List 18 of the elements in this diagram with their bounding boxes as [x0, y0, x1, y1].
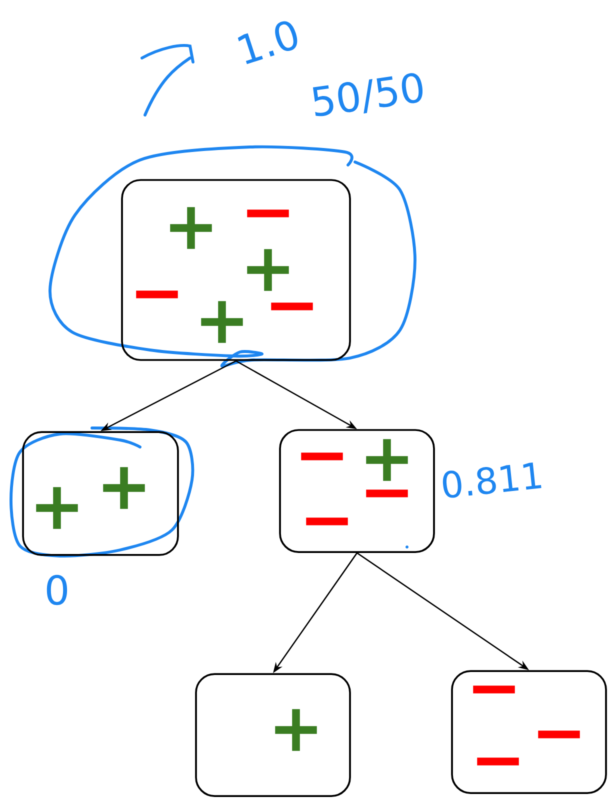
plus-sign: +: [170, 207, 212, 249]
handwritten-note: 1.0: [238, 21, 298, 64]
plus-sign: +: [366, 439, 408, 481]
plus-sign: +: [275, 709, 317, 751]
minus-sign: −: [473, 686, 515, 694]
plus-sign: +: [247, 249, 289, 291]
plus-sign: +: [103, 467, 145, 509]
handwritten-note: 50/50: [312, 73, 423, 116]
plus-sign: +: [201, 301, 243, 343]
minus-sign: −: [301, 452, 343, 460]
minus-sign: −: [306, 518, 348, 526]
minus-sign: −: [136, 290, 178, 298]
minus-sign: −: [477, 758, 519, 766]
minus-sign: −: [247, 210, 289, 218]
minus-sign: −: [271, 302, 313, 310]
minus-sign: −: [366, 490, 408, 498]
minus-sign: −: [538, 730, 580, 738]
plus-sign: +: [36, 487, 78, 529]
